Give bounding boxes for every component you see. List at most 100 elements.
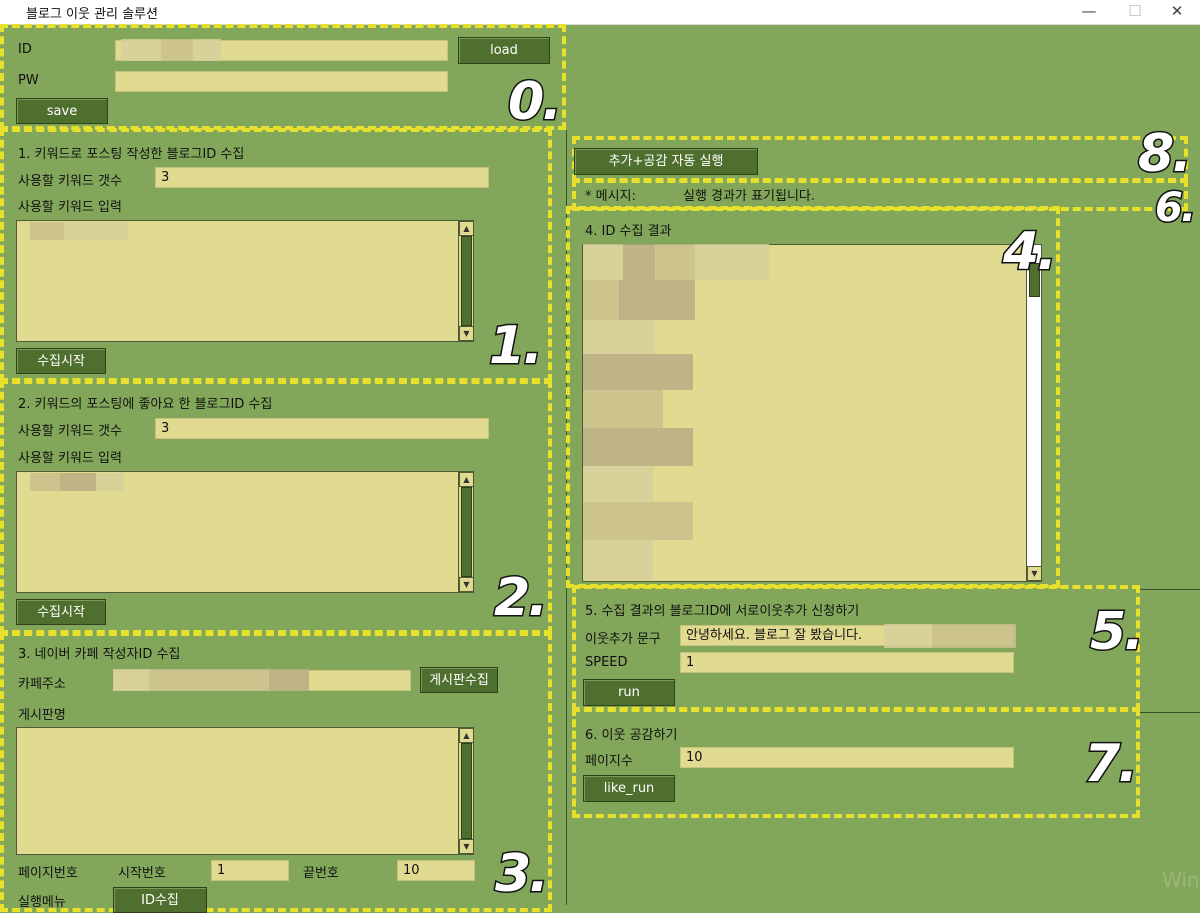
marker-0: 0. xyxy=(507,72,564,132)
redacted-block xyxy=(113,669,149,691)
end-number-input[interactable]: 10 xyxy=(397,860,475,881)
section-7-title: 6. 이웃 공감하기 xyxy=(585,728,678,743)
keyword-textarea[interactable]: ▲ ▼ xyxy=(16,220,474,342)
start-number-input[interactable]: 1 xyxy=(211,860,289,881)
section-3-title: 3. 네이버 카페 작성자ID 수집 xyxy=(18,647,181,662)
scroll-down-icon[interactable]: ▼ xyxy=(459,839,473,854)
scrollbar[interactable]: ▲ ▼ xyxy=(458,472,473,592)
redacted-block xyxy=(193,39,221,61)
collect-start-button-2[interactable]: 수집시작 xyxy=(16,599,106,625)
keyword-count-label: 사용할 키워드 갯수 xyxy=(18,424,122,439)
redacted-block xyxy=(583,428,693,466)
keyword-input-label: 사용할 키워드 입력 xyxy=(18,200,122,215)
marker-8: 8. xyxy=(1137,124,1194,184)
board-collect-button[interactable]: 게시판수집 xyxy=(420,667,498,693)
redacted-block xyxy=(655,244,695,280)
board-name-label: 게시판명 xyxy=(18,708,66,723)
neighbor-phrase-label: 이웃추가 문구 xyxy=(585,632,661,647)
marker-6: 6. xyxy=(1153,185,1197,231)
marker-3: 3. xyxy=(494,844,551,904)
auto-run-button[interactable]: 추가+공감 자동 실행 xyxy=(574,148,758,175)
scroll-up-icon[interactable]: ▲ xyxy=(459,221,473,236)
marker-7: 7. xyxy=(1083,734,1140,794)
section-5-title: 5. 수집 결과의 블로그ID에 서로이웃추가 신청하기 xyxy=(585,604,860,619)
window-title: 블로그 이웃 관리 솔루션 xyxy=(26,7,158,22)
pages-input[interactable]: 10 xyxy=(680,747,1014,768)
window-titlebar: 블로그 이웃 관리 솔루션 — ☐ ✕ xyxy=(0,0,1200,25)
redacted-block xyxy=(121,39,161,61)
save-button[interactable]: save xyxy=(16,98,108,124)
marker-5: 5. xyxy=(1089,602,1146,662)
redacted-block xyxy=(583,466,653,502)
redacted-block xyxy=(583,354,693,390)
scroll-down-icon[interactable]: ▼ xyxy=(1027,566,1041,581)
scroll-down-icon[interactable]: ▼ xyxy=(459,577,473,592)
marker-1: 1. xyxy=(488,316,545,376)
scroll-up-icon[interactable]: ▲ xyxy=(459,472,473,487)
redacted-block xyxy=(149,669,269,691)
close-icon[interactable]: ✕ xyxy=(1170,2,1184,20)
redacted-block xyxy=(884,624,932,648)
keyword-count-label: 사용할 키워드 갯수 xyxy=(18,174,122,189)
collect-start-button-1[interactable]: 수집시작 xyxy=(16,348,106,374)
keyword-textarea[interactable]: ▲ ▼ xyxy=(16,471,474,593)
load-button[interactable]: load xyxy=(458,37,550,64)
divider-line xyxy=(1138,712,1200,713)
cafe-address-label: 카페주소 xyxy=(18,677,66,692)
speed-input[interactable]: 1 xyxy=(680,652,1014,673)
scrollbar[interactable]: ▲ ▼ xyxy=(458,221,473,341)
panel-divider xyxy=(566,130,567,905)
minimize-icon[interactable]: — xyxy=(1081,2,1097,20)
scroll-thumb[interactable] xyxy=(461,236,472,326)
page-number-label: 페이지번호 xyxy=(18,866,78,881)
message-text: 실행 경과가 표기됩니다. xyxy=(683,189,815,204)
end-number-label: 끝번호 xyxy=(303,866,339,881)
redacted-block xyxy=(161,39,193,61)
message-outline xyxy=(572,179,1188,211)
id-collect-button[interactable]: ID수집 xyxy=(113,887,207,913)
redacted-block xyxy=(60,473,96,491)
scrollbar[interactable]: ▲ ▼ xyxy=(458,728,473,854)
redacted-block xyxy=(583,502,693,540)
pw-input[interactable] xyxy=(115,71,448,92)
redacted-block xyxy=(583,540,653,580)
section-1-title: 1. 키워드로 포스팅 작성한 블로그ID 수집 xyxy=(18,147,245,162)
marker-2: 2. xyxy=(493,568,550,628)
redacted-block xyxy=(583,390,663,428)
marker-4: 4. xyxy=(1002,222,1059,282)
redacted-block xyxy=(583,244,623,280)
redacted-block xyxy=(932,624,1016,648)
redacted-block xyxy=(583,320,655,354)
id-label: ID xyxy=(18,42,32,57)
like-run-button[interactable]: like_run xyxy=(583,775,675,802)
board-name-list[interactable]: ▲ ▼ xyxy=(16,727,474,855)
redacted-block xyxy=(269,669,309,691)
scroll-thumb[interactable] xyxy=(461,487,472,577)
redacted-block xyxy=(64,222,128,240)
redacted-block xyxy=(30,473,60,491)
keyword-count-input[interactable]: 3 xyxy=(155,167,489,188)
scroll-thumb[interactable] xyxy=(1029,263,1040,297)
run-menu-label: 실행메뉴 xyxy=(18,895,66,910)
activation-watermark: Win xyxy=(1162,868,1200,892)
scroll-down-icon[interactable]: ▼ xyxy=(459,326,473,341)
pw-label: PW xyxy=(18,73,39,88)
speed-label: SPEED xyxy=(585,655,628,670)
divider-line xyxy=(1138,589,1200,590)
redacted-block xyxy=(695,244,769,280)
pages-label: 페이지수 xyxy=(585,754,633,769)
scroll-thumb[interactable] xyxy=(461,743,472,839)
section-2-title: 2. 키워드의 포스팅에 좋아요 한 블로그ID 수집 xyxy=(18,397,273,412)
redacted-block xyxy=(619,280,695,320)
keyword-input-label: 사용할 키워드 입력 xyxy=(18,451,122,466)
keyword-count-input[interactable]: 3 xyxy=(155,418,489,439)
scroll-up-icon[interactable]: ▲ xyxy=(459,728,473,743)
redacted-block xyxy=(583,280,619,320)
redacted-block xyxy=(30,222,64,240)
scrollbar[interactable]: ▼ xyxy=(1026,245,1041,581)
message-label: * 메시지: xyxy=(585,189,636,204)
maximize-icon[interactable]: ☐ xyxy=(1128,2,1142,20)
section-4-title: 4. ID 수집 결과 xyxy=(585,224,672,239)
run-button[interactable]: run xyxy=(583,679,675,706)
redacted-block xyxy=(96,473,124,491)
